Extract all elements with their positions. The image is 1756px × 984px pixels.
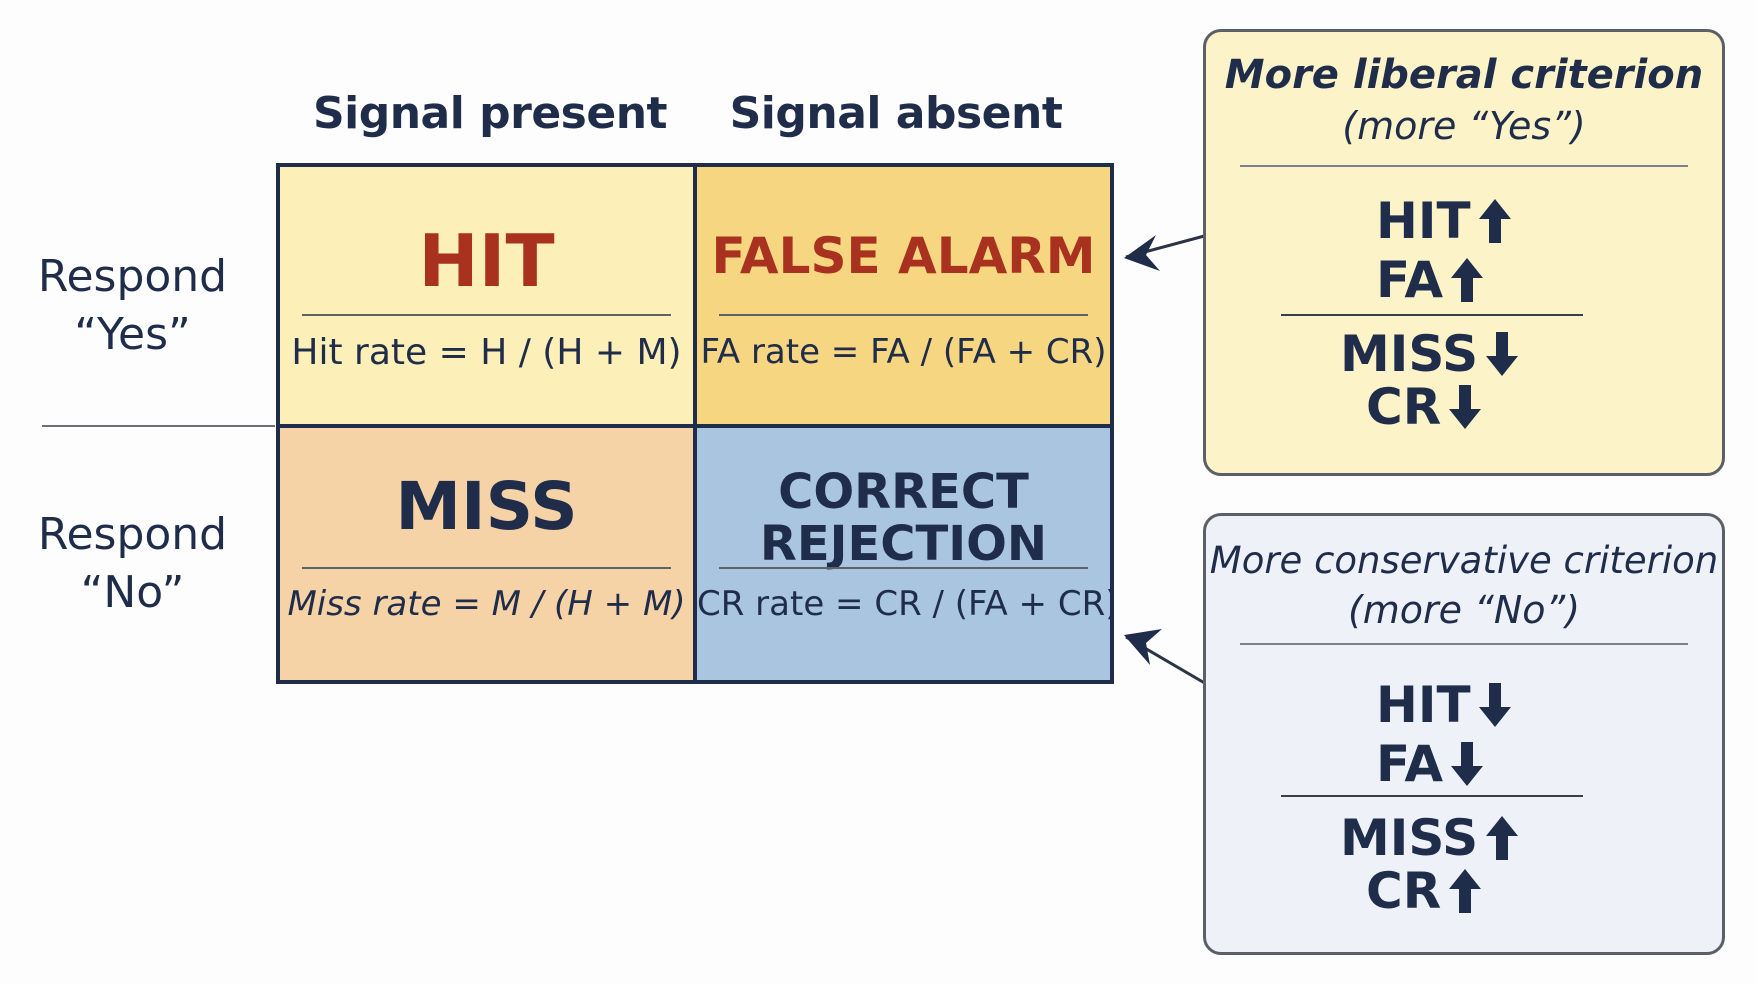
liberal-criterion-subtitle: (more “Yes”) — [1342, 104, 1586, 148]
row-header-no-line2: “No” — [80, 567, 185, 618]
row-divider — [42, 425, 275, 427]
cell-false-alarm-formula: FA rate = FA / (FA + CR) — [700, 332, 1107, 372]
arrow-up-icon — [1449, 869, 1482, 913]
liberal-effect-label: HIT — [1376, 192, 1471, 250]
liberal-pointer-arrow — [1124, 233, 1209, 271]
arrow-down-icon — [1451, 742, 1484, 786]
conservative-effect-fa: FA — [1376, 735, 1485, 793]
conservative-effect-hit: HIT — [1376, 676, 1513, 734]
liberal-effect-label: MISS — [1340, 325, 1479, 383]
conservative-effects-divider — [1281, 795, 1583, 797]
conservative-effect-miss: MISS — [1340, 809, 1520, 867]
liberal-effect-label: CR — [1366, 378, 1442, 436]
arrow-up-icon — [1486, 816, 1519, 860]
conservative-effect-label: HIT — [1376, 676, 1471, 734]
liberal-title-divider — [1240, 165, 1688, 167]
cell-miss-formula: Miss rate = M / (H + M) — [287, 584, 686, 624]
arrow-down-icon — [1486, 332, 1519, 376]
arrow-down-icon — [1478, 683, 1511, 727]
cell-correct-rejection: CORRECT REJECTION CR rate = CR / (FA + C… — [697, 428, 1110, 680]
cell-correct-rejection-formula: CR rate = CR / (FA + CR) — [697, 584, 1110, 624]
arrow-up-icon — [1451, 258, 1484, 302]
row-header-yes-line2: “Yes” — [74, 309, 191, 360]
column-header-signal-present: Signal present — [312, 88, 668, 139]
column-header-signal-absent: Signal absent — [729, 88, 1063, 139]
cell-miss-title: MISS — [395, 468, 578, 545]
liberal-effect-cr: CR — [1366, 378, 1483, 436]
conservative-effect-cr: CR — [1366, 862, 1483, 920]
cell-correct-rejection-divider — [719, 567, 1088, 569]
cell-miss: MISS Miss rate = M / (H + M) — [280, 428, 693, 680]
arrow-up-icon — [1478, 199, 1511, 243]
row-header-respond-yes: Respond “Yes” — [20, 248, 245, 364]
arrow-down-icon — [1449, 385, 1482, 429]
liberal-effect-miss: MISS — [1340, 325, 1520, 383]
cell-miss-divider — [302, 567, 671, 569]
liberal-criterion-title: More liberal criterion — [1224, 52, 1704, 98]
row-header-yes-line1: Respond — [37, 251, 228, 302]
cell-hit-formula: Hit rate = H / (H + M) — [291, 332, 682, 373]
cell-hit-title: HIT — [418, 219, 555, 303]
matrix-horizontal-divider — [278, 424, 1112, 428]
liberal-effect-label: FA — [1376, 251, 1444, 309]
liberal-effect-hit: HIT — [1376, 192, 1513, 250]
cell-false-alarm: FALSE ALARM FA rate = FA / (FA + CR) — [697, 167, 1110, 424]
liberal-effect-fa: FA — [1376, 251, 1485, 309]
cell-false-alarm-divider — [719, 314, 1088, 316]
conservative-effect-label: MISS — [1340, 809, 1479, 867]
conservative-criterion-panel: More conservative criterion (more “No”) … — [1203, 513, 1725, 955]
cell-correct-rejection-title-line1: CORRECT — [778, 464, 1029, 520]
row-header-respond-no: Respond “No” — [20, 506, 245, 622]
conservative-effect-label: FA — [1376, 735, 1444, 793]
conservative-criterion-subtitle: (more “No”) — [1347, 588, 1581, 632]
cell-hit: HIT Hit rate = H / (H + M) — [280, 167, 693, 424]
conservative-criterion-title: More conservative criterion — [1209, 539, 1719, 582]
conservative-pointer-arrow — [1124, 629, 1209, 687]
conservative-effect-label: CR — [1366, 862, 1442, 920]
cell-hit-divider — [302, 314, 671, 316]
conservative-title-divider — [1240, 643, 1688, 645]
row-header-no-line1: Respond — [37, 509, 228, 560]
matrix-vertical-divider — [693, 165, 697, 682]
liberal-effects-divider — [1281, 314, 1583, 316]
cell-false-alarm-title: FALSE ALARM — [711, 227, 1096, 285]
cell-correct-rejection-title-line2: REJECTION — [759, 516, 1048, 572]
